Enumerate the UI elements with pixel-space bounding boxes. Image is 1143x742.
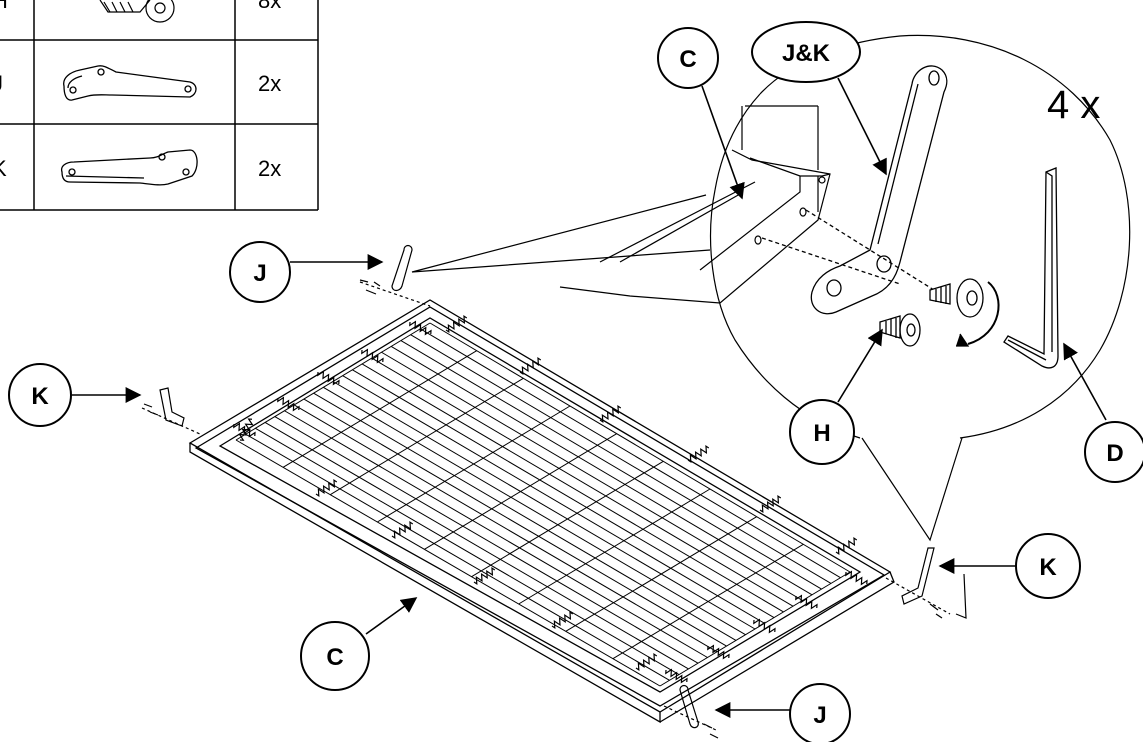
callout-k-left: K bbox=[31, 383, 49, 410]
hex-key-icon bbox=[1003, 167, 1059, 369]
bracket-k-icon bbox=[60, 149, 198, 186]
callout-j-left: J bbox=[253, 260, 266, 287]
callout-c-top: C bbox=[679, 46, 696, 73]
callout-h: H bbox=[813, 420, 830, 447]
arrow-h bbox=[837, 328, 883, 403]
table-qty-j: 2x bbox=[258, 71, 281, 96]
bracket-j-icon bbox=[63, 65, 197, 101]
bracket-k-right bbox=[885, 547, 967, 619]
springs bbox=[233, 314, 868, 684]
callout-jk-ellipse bbox=[751, 21, 861, 83]
parts-table bbox=[0, 0, 319, 211]
arrow-c-top bbox=[701, 85, 745, 200]
callout-j-bottom-circle bbox=[789, 683, 851, 742]
detail-frame-tube bbox=[559, 105, 831, 304]
bracket-j-bottom bbox=[663, 684, 719, 739]
callout-h-circle bbox=[789, 399, 855, 465]
callout-k-left-circle bbox=[8, 363, 72, 427]
detail-bolts bbox=[879, 278, 1000, 347]
bracket-j-top bbox=[359, 244, 431, 307]
table-qty-k: 2x bbox=[258, 156, 281, 181]
quantity-label: 4 x bbox=[1047, 83, 1100, 127]
callout-c-bottom: C bbox=[326, 644, 343, 671]
table-part-letter-k: K bbox=[0, 156, 7, 181]
arrow-c-bottom bbox=[365, 597, 418, 635]
table-qty-h: 8x bbox=[258, 0, 281, 13]
arrow-d bbox=[1063, 342, 1107, 421]
arrow-jk bbox=[837, 77, 887, 176]
detail-magnifier bbox=[411, 34, 1131, 542]
callout-c-bottom-circle bbox=[300, 621, 370, 691]
callout-jk: J&K bbox=[782, 40, 831, 67]
callout-d-circle bbox=[1084, 421, 1143, 483]
bracket-k-left bbox=[141, 387, 201, 435]
shelf-frame bbox=[188, 299, 895, 724]
callout-j-bottom: J bbox=[813, 702, 826, 729]
callout-k-right: K bbox=[1039, 554, 1057, 581]
wire-grid bbox=[235, 322, 851, 687]
callout-j-left-circle bbox=[229, 241, 291, 303]
callout-d: D bbox=[1106, 440, 1123, 467]
callout-c-top-circle bbox=[657, 27, 719, 89]
detail-bracket bbox=[761, 65, 951, 315]
bolt-icon bbox=[99, 0, 175, 23]
table-part-letter-j: J bbox=[0, 71, 3, 96]
table-part-letter-h: H bbox=[0, 0, 8, 13]
